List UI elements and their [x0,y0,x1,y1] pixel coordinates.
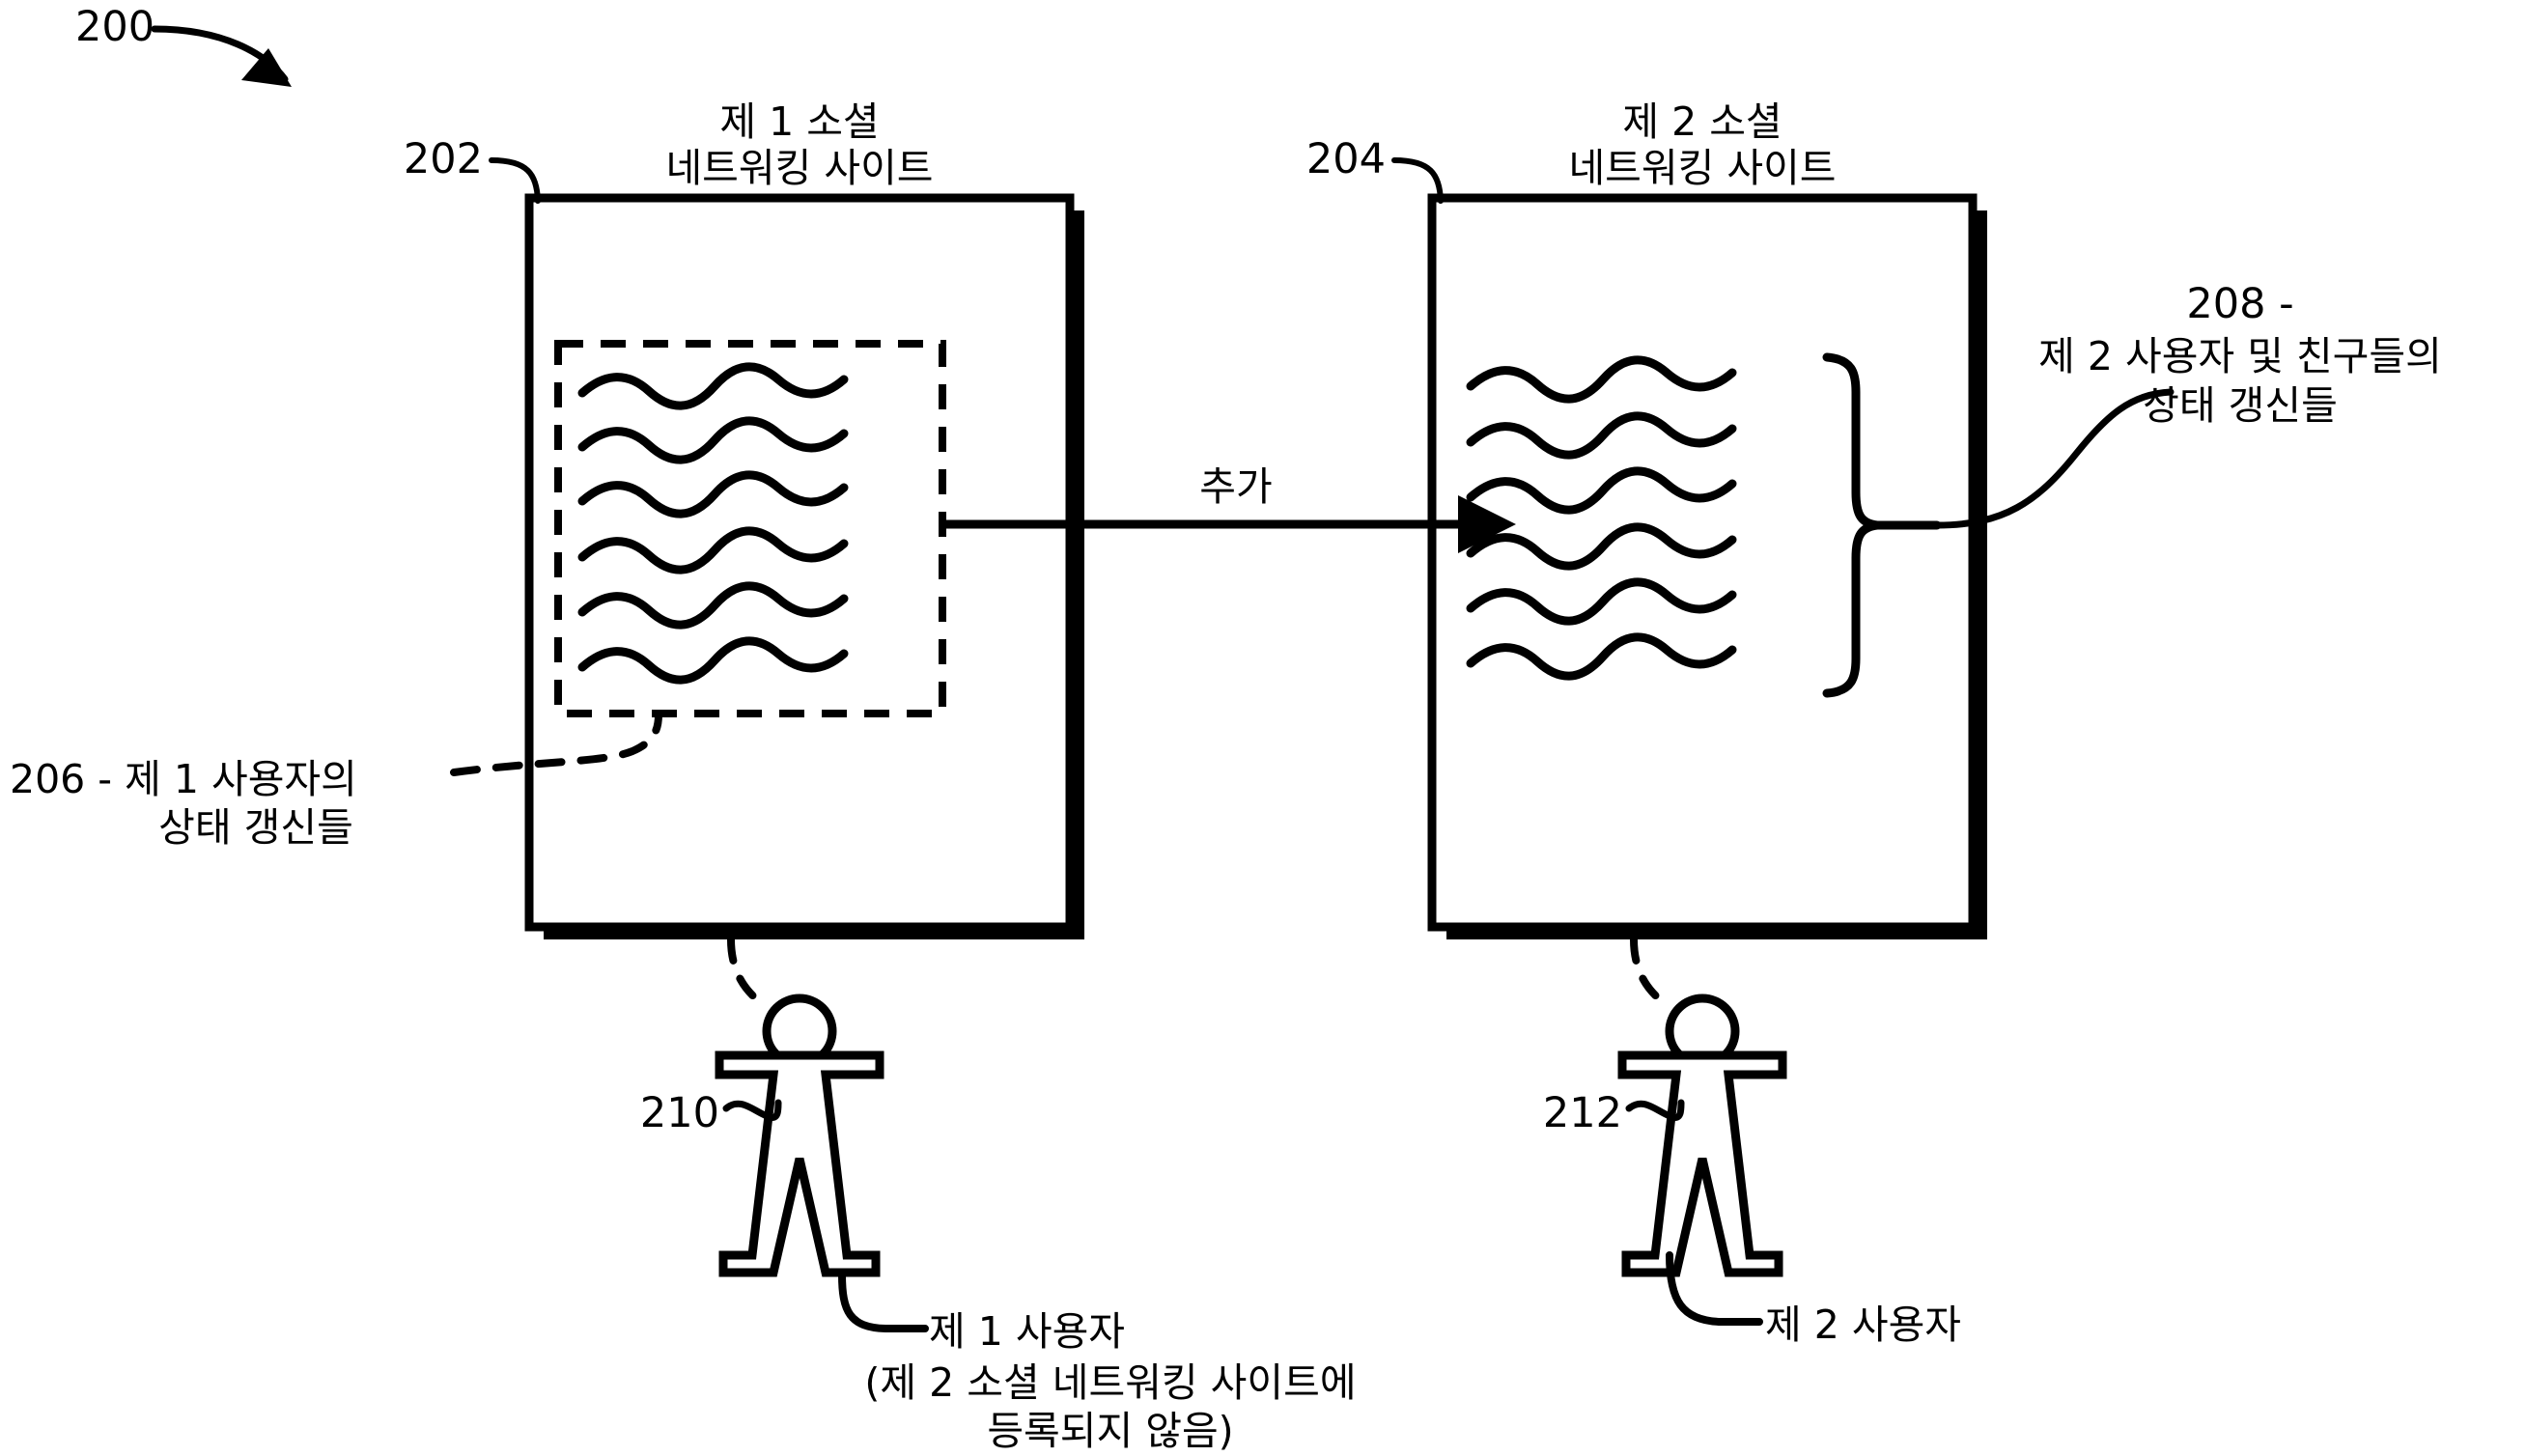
transfer-arrow [942,495,1516,553]
box-204-to-actor-leader [1630,936,1670,1008]
wave-line [1466,522,1737,571]
wave-line [577,416,849,464]
callout-208-line2: 제 2 사용자 및 친구들의 [2038,333,2442,379]
wave-line [1466,466,1737,515]
box-202-title-line1: 제 1 소셜 [719,98,880,145]
box-204-title-line1: 제 2 소셜 [1622,98,1782,145]
actor-212-caption-leader [1666,1251,1763,1326]
ref-number-212: 212 [1542,1089,1622,1137]
wave-line [1466,355,1737,404]
figure-number: 200 [75,3,155,51]
actor-212-caption-line1: 제 2 사용자 [1765,1302,1962,1348]
transfer-arrow-label: 추가 [1199,463,1273,510]
wave-line [1466,411,1737,460]
arms-and-body [715,1050,884,1277]
ref-number-202: 202 [403,135,483,183]
ref-206-leader [450,711,662,776]
box-204 [1427,193,1978,932]
box-204-title-line2: 네트워킹 사이트 [1568,145,1837,191]
box-202-to-actor-leader [727,936,767,1008]
wave-line [577,362,849,410]
brace-208 [1822,352,1942,698]
ref-202-leader [489,157,541,204]
actor-210-caption-line3: 등록되지 않음) [987,1408,1234,1454]
callout-208-line3: 상태 갱신들 [2143,382,2338,429]
box-202 [524,193,1075,932]
figure-number-leader [151,25,292,87]
stick-figure-212 [1617,994,1787,1277]
wave-line [1466,577,1737,626]
actor-210-caption-line2: (제 2 소셜 네트워킹 사이트에 [864,1359,1357,1406]
wave-line [577,581,849,630]
ref-208-leader [1933,388,2175,529]
arms-and-body [1617,1050,1787,1277]
ref-212-leader [1625,1099,1685,1121]
ref-number-204: 204 [1305,135,1386,183]
ref-204-leader [1391,157,1444,204]
wave-line [1466,632,1737,681]
wave-line [577,470,849,518]
actor-210-caption-line1: 제 1 사용자 [929,1308,1126,1355]
wave-lines-204 [1466,355,1737,681]
actor-210-caption-leader [838,1271,929,1332]
wave-lines-202 [577,362,849,685]
wave-line [577,636,849,685]
ref-number-210: 210 [639,1089,719,1137]
callout-208-line1: 208 - [2186,280,2294,328]
box-202-title-line2: 네트워킹 사이트 [665,145,934,191]
ref-210-leader [722,1099,782,1121]
callout-206-line1: 206 - 제 1 사용자의 [10,756,357,802]
wave-line [577,526,849,574]
stick-figure-210 [715,994,884,1277]
callout-206-line2: 상태 갱신들 [158,804,353,851]
